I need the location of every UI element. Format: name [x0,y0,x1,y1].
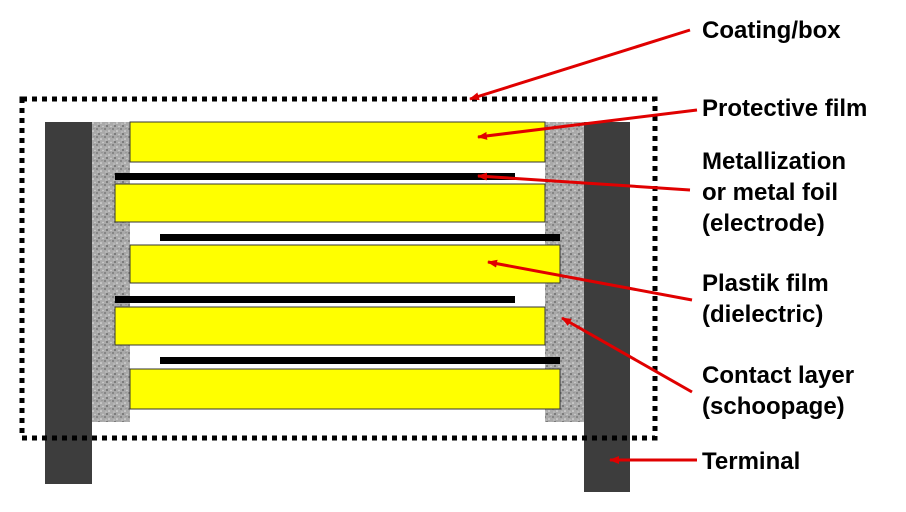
film-layer-5 [129,368,561,410]
label-plastik-film: Plastik film (dielectric) [702,268,829,330]
arrow-contact-layer [561,316,693,394]
contact-layer-left [92,122,130,422]
film-layer-2 [114,183,546,223]
electrode-1 [115,173,515,180]
label-terminal: Terminal [702,446,800,477]
arrow-metallization [477,172,691,192]
label-metallization-line-3: (electrode) [702,210,825,237]
label-contact-layer-line-2: (schoopage) [702,393,845,420]
label-contact-layer-line-1: Contact layer [702,362,855,389]
electrode-4 [160,357,560,364]
label-metallization-line-2: or metal foil [702,179,839,206]
label-coating-line-1: Coating/box [702,17,841,44]
label-metallization-line-1: Metallization [702,148,847,175]
label-protective-film-line-1: Protective film [702,95,868,122]
coating-box [19,96,658,441]
electrode-3 [115,296,515,303]
label-metallization: Metallization or metal foil (electrode) [702,146,846,239]
label-contact-layer: Contact layer (schoopage) [702,360,854,422]
label-plastik-film-line-2: (dielectric) [702,301,824,328]
electrode-2 [160,234,560,241]
label-coating: Coating/box [702,15,841,46]
label-plastik-film-line-1: Plastik film [702,270,829,297]
arrow-plastik-film [487,259,693,302]
arrow-protective-film [477,108,698,140]
film-layer-4 [114,306,546,346]
label-protective-film: Protective film [702,93,867,124]
arrow-coating [469,28,691,101]
label-terminal-line-1: Terminal [702,448,801,475]
terminal-left [45,122,92,484]
protective-film-layer [129,121,546,163]
